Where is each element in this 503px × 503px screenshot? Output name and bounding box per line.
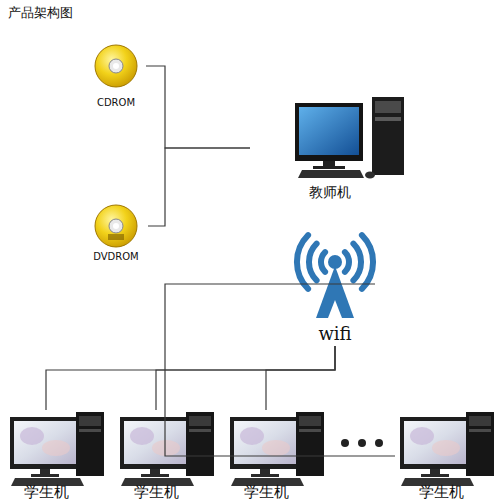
device-node: 学生机 bbox=[220, 410, 312, 502]
dvdrom-disc bbox=[95, 205, 137, 247]
node-label: wifi bbox=[318, 324, 351, 344]
device-node: 学生机 bbox=[395, 410, 487, 502]
network-link bbox=[165, 284, 395, 456]
cdrom-disc bbox=[95, 45, 137, 87]
student-computer bbox=[400, 412, 494, 486]
device-node: CDROM bbox=[86, 42, 146, 108]
student-computer bbox=[10, 412, 104, 486]
ellipsis-dots bbox=[341, 439, 383, 447]
node-label: DVDROM bbox=[93, 251, 139, 262]
node-label: CDROM bbox=[97, 97, 135, 108]
wifi-antenna bbox=[297, 235, 373, 318]
node-label: 学生机 bbox=[24, 484, 69, 501]
node-label: 教师机 bbox=[309, 185, 351, 200]
node-label: 学生机 bbox=[419, 484, 464, 501]
device-node: 学生机 bbox=[110, 410, 202, 502]
student-computer bbox=[120, 412, 214, 486]
node-label: 学生机 bbox=[134, 484, 179, 501]
device-node: wifi bbox=[295, 222, 375, 346]
device-node: 教师机 bbox=[250, 92, 410, 202]
network-link bbox=[146, 66, 250, 148]
device-node: DVDROM bbox=[84, 202, 148, 262]
diagram-title: 产品架构图 bbox=[8, 4, 73, 22]
network-link bbox=[46, 346, 335, 410]
student-computer bbox=[230, 412, 324, 486]
device-node: 学生机 bbox=[0, 410, 92, 502]
node-label: 学生机 bbox=[244, 484, 289, 501]
teacher-computer bbox=[295, 97, 404, 179]
network-link bbox=[156, 346, 335, 410]
network-link bbox=[148, 148, 250, 226]
network-link bbox=[266, 346, 335, 410]
